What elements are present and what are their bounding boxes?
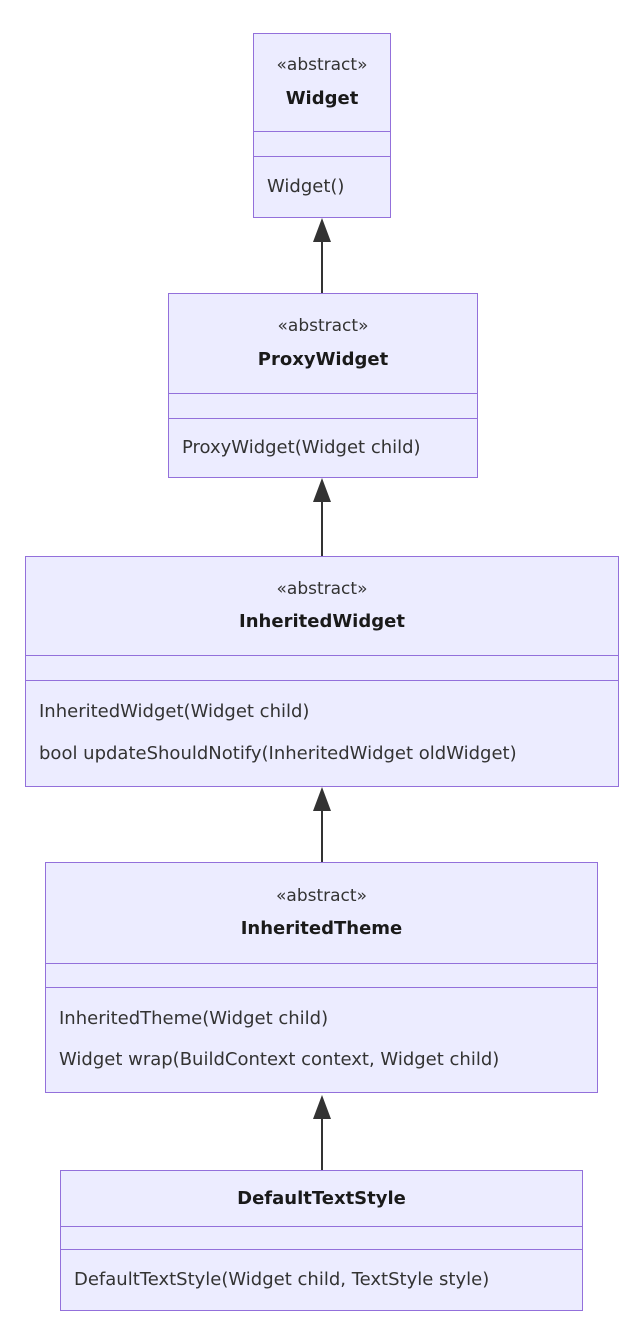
class-widget: «abstract» Widget Widget() xyxy=(253,33,391,218)
attributes-section-empty xyxy=(61,1227,582,1250)
method: Widget wrap(BuildContext context, Widget… xyxy=(59,1049,500,1071)
class-name: Widget xyxy=(285,87,359,109)
attributes-section-empty xyxy=(26,656,618,681)
methods-section: Widget() xyxy=(254,157,390,217)
abstract-annotation: «abstract» xyxy=(277,316,369,337)
class-defaulttextstyle: DefaultTextStyle DefaultTextStyle(Widget… xyxy=(60,1170,583,1311)
class-defaulttextstyle-header: DefaultTextStyle xyxy=(61,1171,582,1227)
method: DefaultTextStyle(Widget child, TextStyle… xyxy=(74,1268,490,1290)
arrowhead-triangle-icon xyxy=(313,478,331,502)
abstract-annotation: «abstract» xyxy=(276,55,368,76)
inheritance-arrow xyxy=(313,1095,331,1170)
class-name: DefaultTextStyle xyxy=(237,1187,406,1209)
methods-section: DefaultTextStyle(Widget child, TextStyle… xyxy=(61,1250,582,1310)
arrow-shaft xyxy=(321,502,323,556)
attributes-section-empty xyxy=(46,964,597,988)
class-inheritedwidget: «abstract» InheritedWidget InheritedWidg… xyxy=(25,556,619,787)
class-name: ProxyWidget xyxy=(257,348,389,370)
attributes-section-empty xyxy=(254,132,390,157)
abstract-annotation: «abstract» xyxy=(276,578,368,599)
arrowhead-triangle-icon xyxy=(313,787,331,811)
inheritance-arrow xyxy=(313,218,331,293)
method: bool updateShouldNotify(InheritedWidget … xyxy=(39,743,517,765)
class-name: InheritedTheme xyxy=(240,918,403,940)
arrow-shaft xyxy=(321,242,323,293)
method: InheritedWidget(Widget child) xyxy=(39,701,310,723)
abstract-annotation: «abstract» xyxy=(276,885,367,906)
class-proxywidget: «abstract» ProxyWidget ProxyWidget(Widge… xyxy=(168,293,478,478)
arrowhead-triangle-icon xyxy=(313,218,331,242)
class-inheritedtheme: «abstract» InheritedTheme InheritedTheme… xyxy=(45,862,598,1093)
arrow-shaft xyxy=(321,811,323,862)
class-inheritedtheme-header: «abstract» InheritedTheme xyxy=(46,863,597,964)
arrow-shaft xyxy=(321,1119,323,1170)
class-widget-header: «abstract» Widget xyxy=(254,34,390,132)
arrowhead-triangle-icon xyxy=(313,1095,331,1119)
methods-section: InheritedTheme(Widget child) Widget wrap… xyxy=(46,988,597,1092)
inheritance-arrow xyxy=(313,787,331,862)
method: Widget() xyxy=(267,175,345,197)
attributes-section-empty xyxy=(169,394,477,419)
method: InheritedTheme(Widget child) xyxy=(59,1007,329,1029)
class-inheritedwidget-header: «abstract» InheritedWidget xyxy=(26,557,618,656)
methods-section: ProxyWidget(Widget child) xyxy=(169,419,477,477)
inheritance-arrow xyxy=(313,478,331,556)
methods-section: InheritedWidget(Widget child) bool updat… xyxy=(26,681,618,786)
class-name: InheritedWidget xyxy=(239,611,405,633)
method: ProxyWidget(Widget child) xyxy=(182,436,421,458)
class-proxywidget-header: «abstract» ProxyWidget xyxy=(169,294,477,394)
